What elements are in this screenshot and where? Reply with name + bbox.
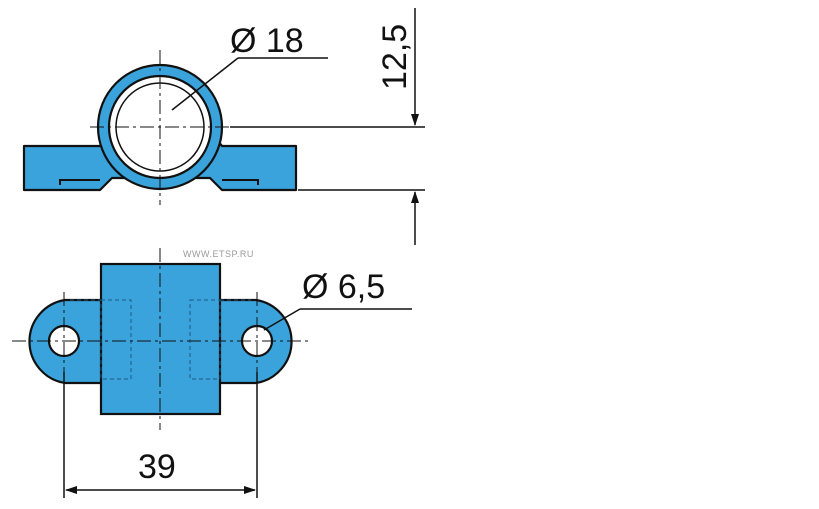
- top-view: Ø 6,5: [12, 248, 412, 430]
- hole-spacing-label: 39: [138, 448, 176, 486]
- height-label: 12,5: [376, 24, 414, 90]
- height-dimension: 12,5: [230, 8, 425, 245]
- hole-diameter-leader: [263, 308, 301, 331]
- tube-diameter-leader: [171, 57, 239, 111]
- hole-diameter-label: Ø 6,5: [302, 268, 385, 306]
- hidden-slot-left: [100, 299, 132, 380]
- watermark-text: WWW.ETSP.RU: [183, 249, 254, 259]
- right-slot: [222, 179, 259, 185]
- hole-spacing-dimension: 39: [63, 372, 258, 498]
- left-slot: [59, 179, 100, 185]
- hidden-slot-right: [189, 299, 221, 380]
- front-view: Ø 18: [22, 22, 328, 205]
- tube-diameter-label: Ø 18: [230, 22, 304, 60]
